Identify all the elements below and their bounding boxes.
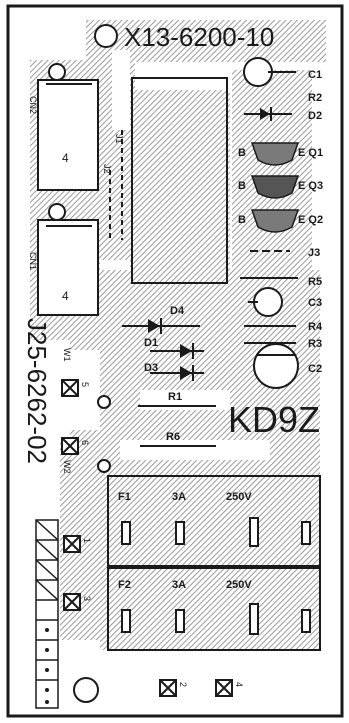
resistor-r6: R6 [140, 431, 216, 447]
pad-4: 4 [215, 679, 244, 697]
mounting-hole-bottom [73, 677, 99, 703]
svg-text:B: B [238, 147, 246, 159]
svg-text:F1: F1 [118, 491, 131, 503]
svg-text:4: 4 [62, 151, 69, 165]
svg-text:R6: R6 [166, 431, 180, 443]
j3-label: J3 [308, 247, 320, 259]
svg-text:E Q3: E Q3 [298, 180, 323, 192]
svg-text:C2: C2 [308, 363, 322, 375]
svg-text:1: 1 [82, 538, 92, 543]
r2-label: R2 [308, 92, 322, 104]
svg-text:250V: 250V [226, 491, 252, 503]
capacitor-c2: C2 [253, 343, 322, 389]
cn1-label: CN1 [28, 252, 38, 270]
relay-outline [131, 77, 228, 284]
diode-d3: D3 [144, 362, 204, 381]
svg-text:4: 4 [62, 289, 69, 303]
svg-text:W1: W1 [62, 348, 72, 362]
cn2-label: CN2 [28, 96, 38, 114]
pad-1: 1 [63, 535, 92, 553]
svg-text:6: 6 [80, 440, 90, 445]
j2-label: J2 [102, 164, 112, 174]
svg-text:D3: D3 [144, 362, 158, 374]
side-label: J25-6262-02 [22, 318, 52, 464]
svg-text:B: B [238, 214, 246, 226]
fuse-f2: F2 3A 250V [107, 565, 321, 651]
transistor-q2: B E Q2 [238, 209, 323, 233]
pad-3: 3 [63, 593, 92, 611]
svg-text:D4: D4 [170, 305, 185, 317]
mounting-hole [94, 24, 118, 48]
mount-hole-small [97, 459, 111, 473]
svg-text:250V: 250V [226, 579, 252, 591]
svg-text:F2: F2 [118, 579, 131, 591]
r3-label: R3 [308, 338, 322, 350]
svg-text:B: B [238, 180, 246, 192]
pin-header [35, 519, 59, 709]
model-label: KD9Z [228, 399, 320, 440]
r5-label: R5 [308, 276, 322, 288]
jumper-w2: 6 W2 [61, 437, 90, 474]
diode-d2: D2 [244, 107, 322, 122]
r4-label: R4 [308, 321, 323, 333]
svg-text:D2: D2 [308, 110, 322, 122]
svg-text:D1: D1 [144, 337, 158, 349]
svg-text:E Q2: E Q2 [298, 214, 323, 226]
svg-text:C1: C1 [308, 69, 322, 81]
capacitor-c1: C1 [243, 57, 322, 87]
jumper-w1: W1 5 [61, 348, 90, 397]
transistor-q1: B E Q1 [238, 142, 323, 166]
diode-d1: D1 [144, 337, 204, 359]
pad-2: 2 [159, 679, 188, 697]
svg-text:E Q1: E Q1 [298, 147, 323, 159]
connector-cn2: 4 CN2 [28, 63, 99, 191]
test-point [97, 395, 111, 409]
svg-text:2: 2 [178, 682, 188, 687]
fuse-f1: F1 3A 250V [107, 475, 321, 569]
svg-text:3A: 3A [172, 491, 186, 503]
transistor-q3: B E Q3 [238, 175, 323, 199]
j1-label: J1 [114, 134, 124, 144]
svg-text:4: 4 [234, 682, 244, 687]
resistor-r1: R1 [138, 391, 216, 407]
svg-text:3: 3 [82, 596, 92, 601]
part-number: X13-6200-10 [124, 22, 274, 52]
capacitor-c3: C3 [248, 287, 322, 317]
diode-d4: D4 [122, 305, 200, 334]
connector-cn1: 4 CN1 [28, 203, 99, 316]
svg-text:3A: 3A [172, 579, 186, 591]
svg-text:C3: C3 [308, 297, 322, 309]
svg-text:R1: R1 [168, 391, 182, 403]
svg-text:W2: W2 [62, 460, 72, 474]
svg-text:5: 5 [80, 382, 90, 387]
